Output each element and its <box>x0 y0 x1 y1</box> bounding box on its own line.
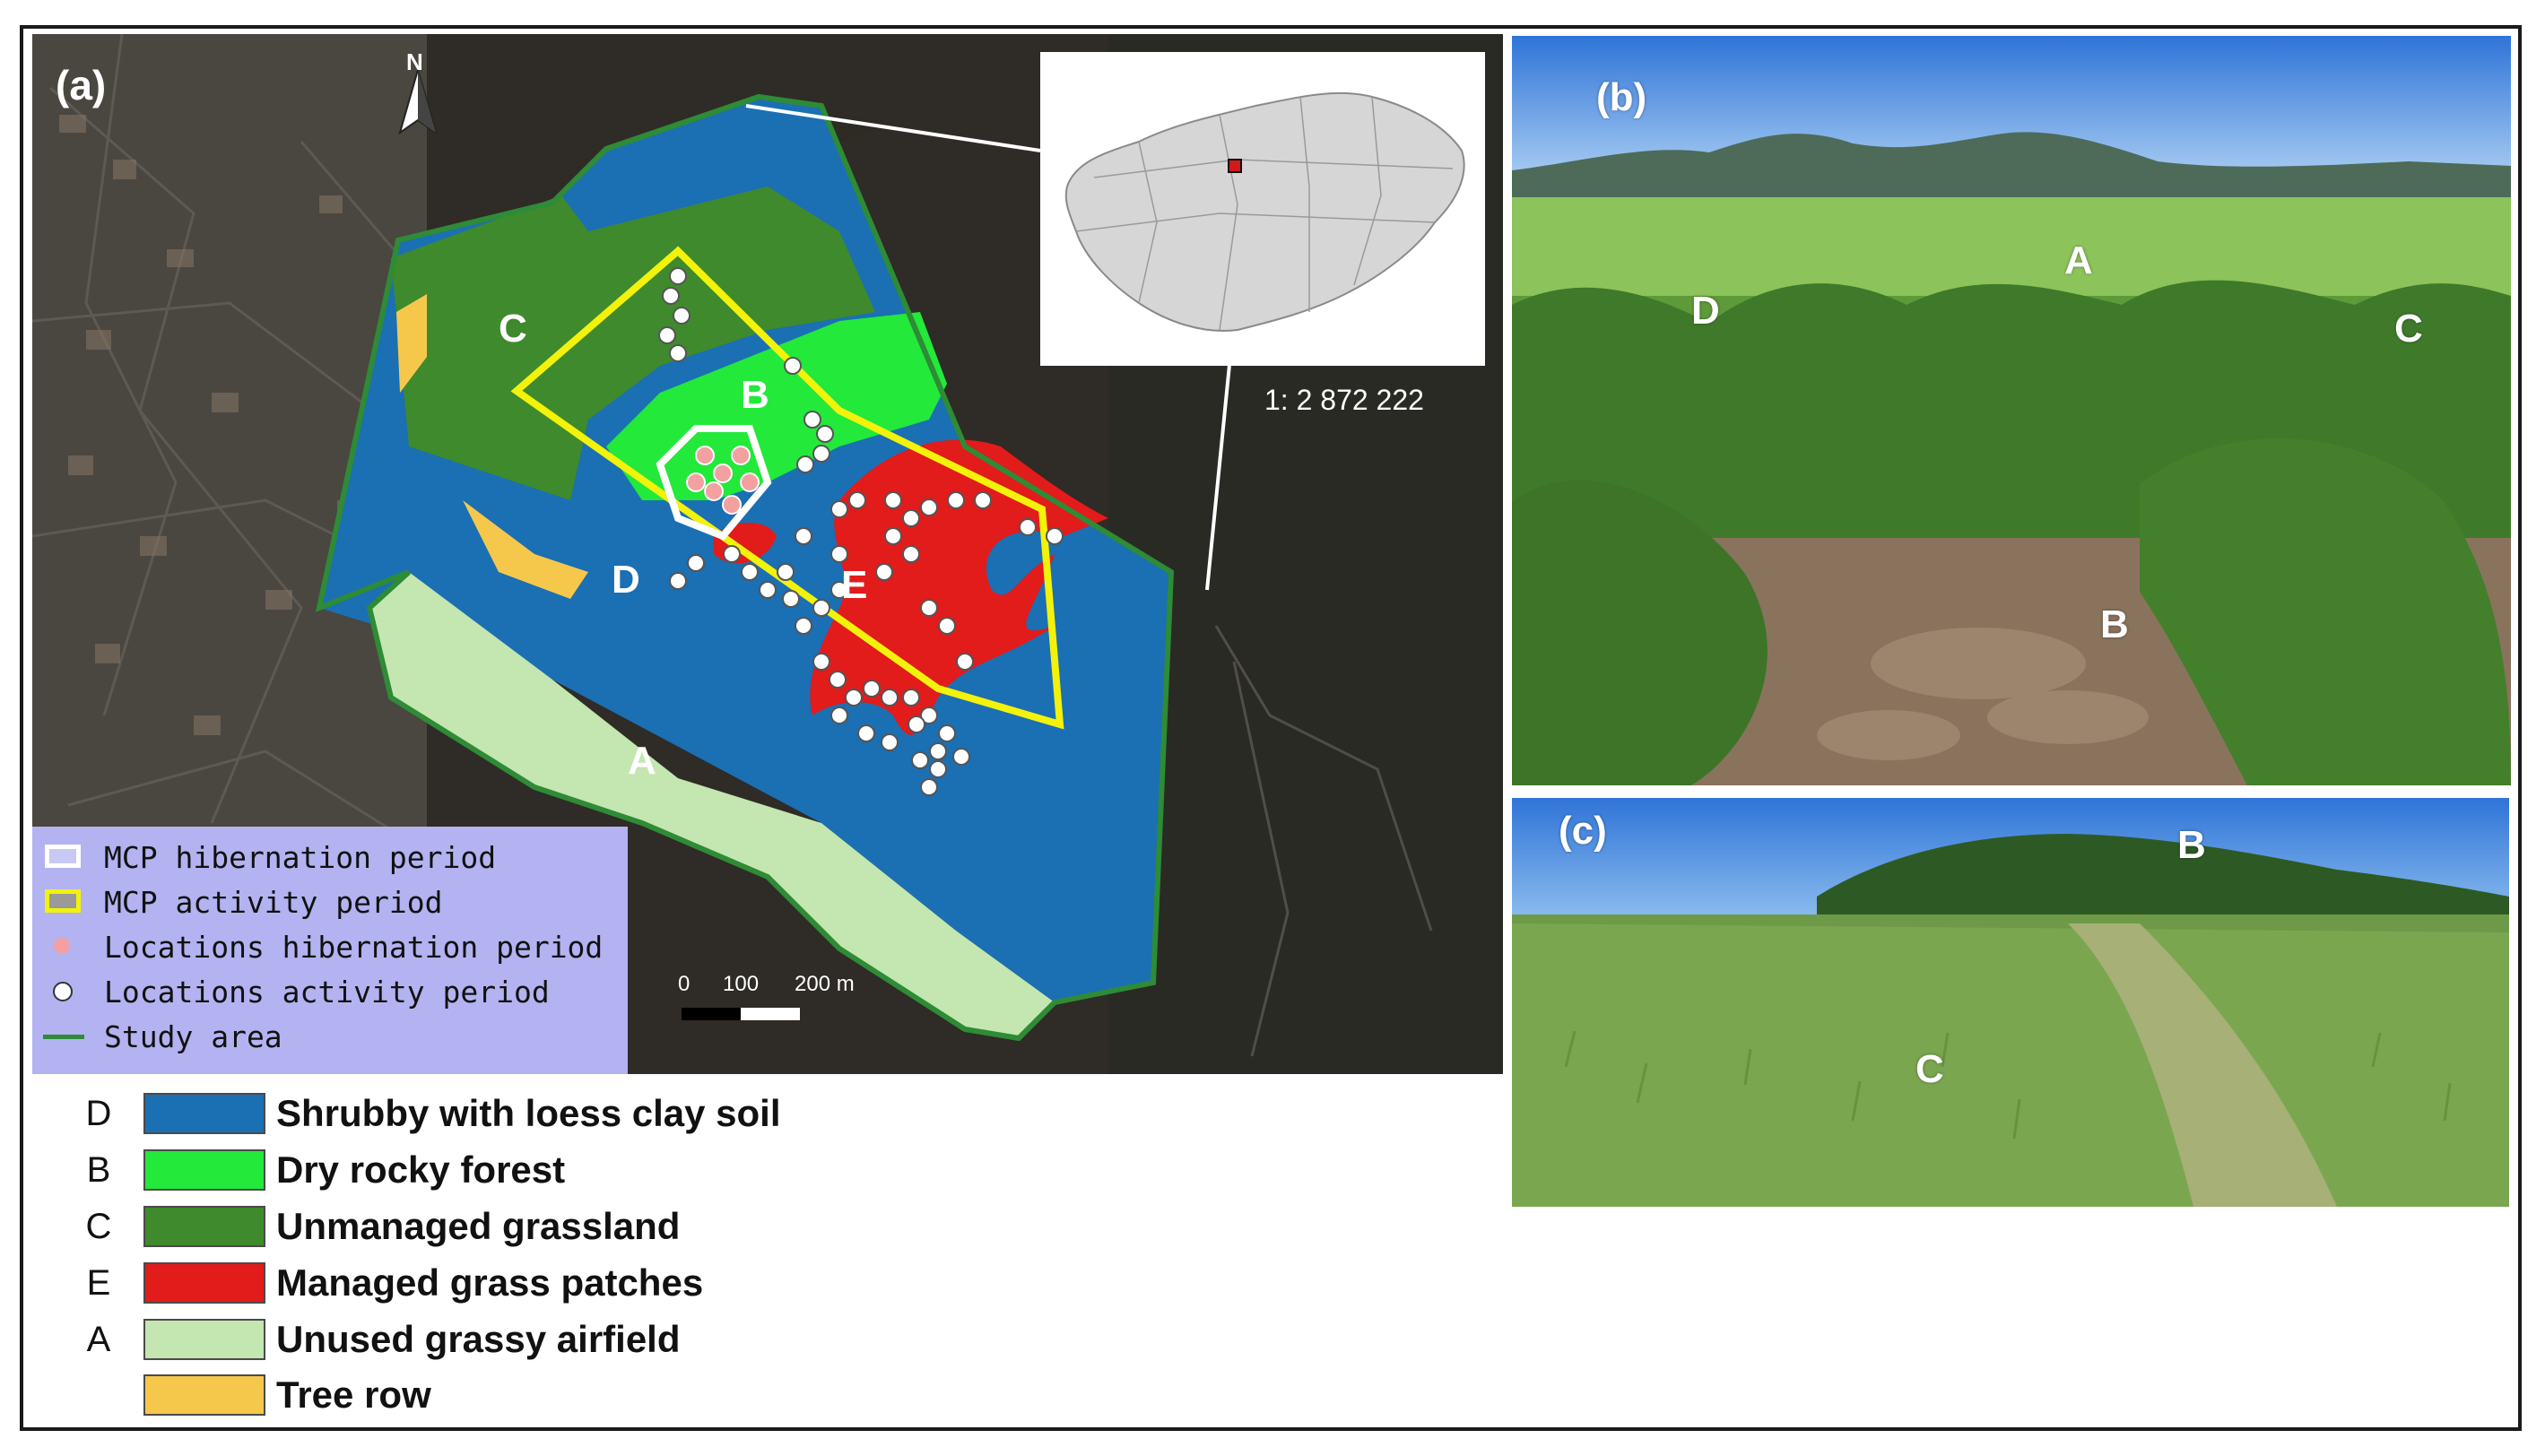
hibernation-location-symbol <box>41 929 88 965</box>
legend-row-mcp-hibernation: MCP hibernation period <box>41 836 496 879</box>
habitat-code: D <box>85 1093 112 1133</box>
habitat-name: Managed grass patches <box>276 1261 704 1304</box>
map-panel: (a) N A B C D E 1: 2 872 222 0 100 200 m <box>32 34 1503 1074</box>
hungary-inset-map <box>1040 52 1485 366</box>
photo-c-zone-b: B <box>2177 823 2206 867</box>
legend-activity-locations-label: Locations activity period <box>104 974 550 1010</box>
mcp-activity-symbol <box>41 884 88 920</box>
map-legend: MCP hibernation period MCP activity peri… <box>32 827 628 1074</box>
habitat-row: D Shrubby with loess clay soil <box>72 1090 781 1137</box>
habitat-code: C <box>85 1206 112 1246</box>
photo-panel-c: (c) B C <box>1512 798 2509 1207</box>
habitat-code: B <box>86 1149 111 1190</box>
habitat-swatch-tree-row <box>143 1374 265 1416</box>
habitat-name: Tree row <box>276 1374 431 1416</box>
habitat-row: E Managed grass patches <box>72 1260 703 1306</box>
zone-d-label: D <box>612 558 640 602</box>
legend-mcp-hibernation-label: MCP hibernation period <box>104 839 497 875</box>
panel-c-label: (c) <box>1559 809 1607 853</box>
habitat-name: Unused grassy airfield <box>276 1318 681 1360</box>
panel-a-label: (a) <box>56 62 107 108</box>
north-arrow-label: N <box>406 48 423 75</box>
photo-panel-b: (b) A B C D <box>1512 36 2511 785</box>
scale-tick-100: 100 <box>723 972 760 996</box>
habitat-row: B Dry rocky forest <box>72 1147 565 1193</box>
mcp-hibernation-symbol <box>41 839 88 875</box>
habitat-swatch-shrubby <box>143 1093 265 1134</box>
habitat-name: Dry rocky forest <box>276 1148 566 1191</box>
habitat-swatch-managed <box>143 1262 265 1304</box>
zone-b-label: B <box>741 373 769 417</box>
scale-tick-0: 0 <box>678 972 691 996</box>
activity-location-symbol <box>41 974 88 1010</box>
photo-b-zone-a: A <box>2064 238 2093 282</box>
scale-bar-white <box>741 1008 800 1020</box>
study-area-symbol <box>41 1018 88 1054</box>
habitat-swatch-airfield <box>143 1319 265 1360</box>
habitat-row: C Unmanaged grassland <box>72 1203 680 1250</box>
scale-bar: 0 100 200 m <box>669 972 902 1026</box>
zone-a-label: A <box>628 739 656 783</box>
habitat-row: Tree row <box>72 1372 431 1418</box>
legend-row-mcp-activity: MCP activity period <box>41 880 443 923</box>
legend-row-activity-locations: Locations activity period <box>41 970 550 1013</box>
scale-tick-200: 200 m <box>795 972 855 996</box>
legend-row-study-area: Study area <box>41 1015 282 1058</box>
habitat-name: Unmanaged grassland <box>276 1205 681 1247</box>
landscape-photo-c <box>1512 798 2509 1207</box>
photo-b-zone-c: C <box>2394 307 2423 351</box>
hungary-outline-icon <box>1064 91 1465 332</box>
panel-b-label: (b) <box>1596 75 1647 119</box>
scale-ratio: 1: 2 872 222 <box>1264 384 1424 416</box>
habitat-code: A <box>86 1319 111 1359</box>
photo-b-zone-d: D <box>1691 289 1720 333</box>
zone-c-label: C <box>499 307 527 351</box>
scale-bar-black <box>682 1008 741 1020</box>
legend-study-area-label: Study area <box>104 1018 282 1054</box>
legend-mcp-activity-label: MCP activity period <box>104 884 443 920</box>
habitat-legend: D Shrubby with loess clay soil B Dry roc… <box>72 1083 879 1424</box>
photo-c-zone-c: C <box>1915 1047 1944 1091</box>
habitat-swatch-forest <box>143 1149 265 1191</box>
photo-b-zone-b: B <box>2100 602 2129 646</box>
zone-e-label: E <box>841 563 868 607</box>
legend-row-hibernation-locations: Locations hibernation period <box>41 925 603 968</box>
legend-hibernation-locations-label: Locations hibernation period <box>104 929 604 965</box>
habitat-name: Shrubby with loess clay soil <box>276 1092 781 1134</box>
habitat-swatch-grassland <box>143 1206 265 1247</box>
habitat-code: E <box>86 1262 111 1303</box>
habitat-row: A Unused grassy airfield <box>72 1316 681 1363</box>
landscape-photo-b <box>1512 36 2511 785</box>
